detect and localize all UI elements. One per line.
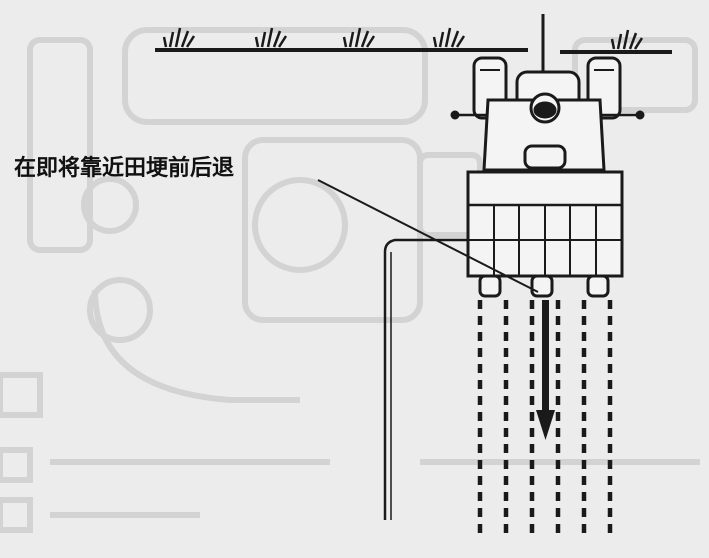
planted-rows xyxy=(477,300,613,540)
field-ridge xyxy=(155,48,672,54)
callout-text: 在即将靠近田埂前后退 xyxy=(14,156,235,181)
callout-leader-line xyxy=(317,179,539,293)
transplanter-machine xyxy=(383,14,645,520)
grass-tuft-icon xyxy=(162,27,644,50)
reverse-arrow-icon xyxy=(536,300,555,440)
